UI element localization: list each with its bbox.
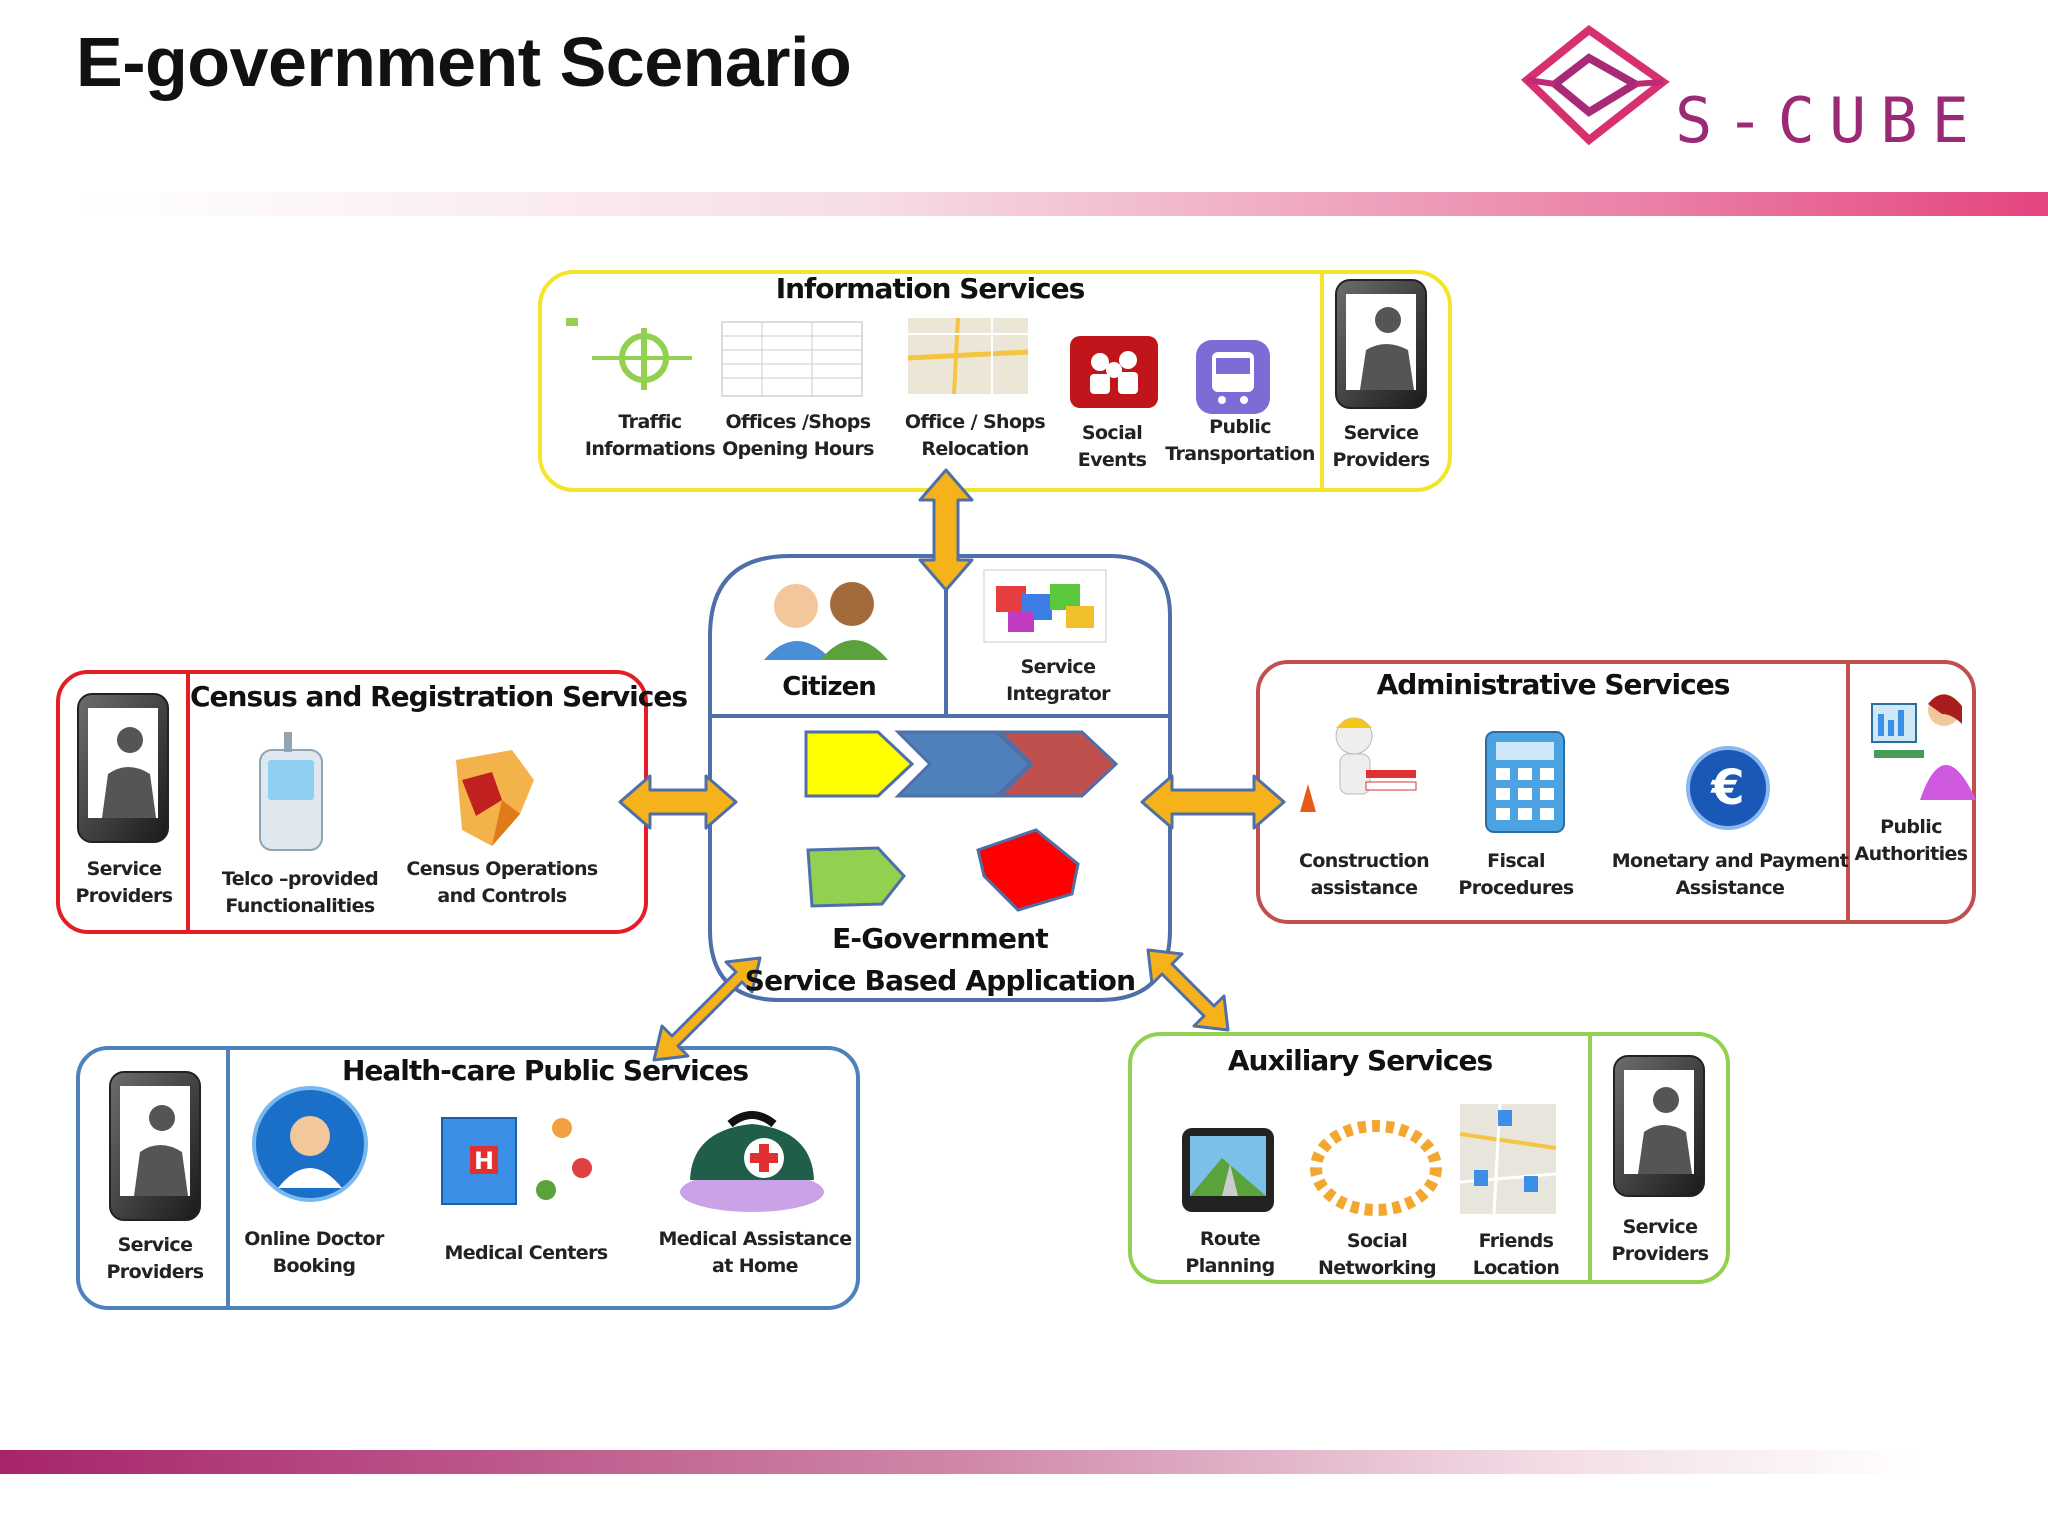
public-transport-bus-icon (1196, 340, 1270, 414)
health-service-providers-label: Service Providers (106, 1234, 204, 1283)
svg-text:€: € (1710, 760, 1744, 816)
phone-provider-icon (1613, 1055, 1705, 1197)
medical-centers-label: Medical Centers (444, 1242, 608, 1264)
route-planning-label: Route Planning (1185, 1228, 1275, 1277)
logo-text: S-CUBE (1675, 84, 1983, 157)
census-services-title: Census and Registration Services (190, 680, 688, 713)
phone-provider-icon (109, 1071, 201, 1221)
top-accent-bar (80, 192, 2048, 216)
puzzle-integrator-icon (983, 569, 1107, 643)
monetary-payment-assistance-label: Monetary and Payment Assistance (1611, 850, 1849, 899)
phone-provider-icon (77, 693, 169, 843)
medical-assistance-label: Medical Assistance at Home (658, 1228, 852, 1277)
census-map-icon (456, 750, 534, 846)
relocation-label: Office / Shops Relocation (904, 411, 1046, 460)
relocation-map-icon (907, 317, 1029, 395)
traffic-informations-label: Traffic Informations (584, 411, 716, 460)
medical-bag-icon (680, 1111, 824, 1212)
gps-navigator-icon (1182, 1128, 1274, 1212)
phone-provider-icon (1335, 279, 1427, 409)
opening-hours-table-icon (721, 321, 863, 397)
administrative-services-title: Administrative Services (1376, 668, 1731, 701)
construction-worker-icon (1300, 717, 1417, 812)
public-authorities-label: Public Authorities (1854, 816, 1969, 865)
arrow-right-administrative (1140, 774, 1286, 830)
opening-hours-label: Offices /Shops Opening Hours (722, 411, 874, 460)
euro-coin-icon: € (1686, 746, 1770, 830)
arrow-down-left-health (652, 956, 762, 1062)
fiscal-procedures-label: Fiscal Procedures (1458, 850, 1574, 899)
online-doctor-icon (252, 1086, 368, 1202)
friends-location-label: Friends Location (1472, 1230, 1560, 1279)
census-operations-label: Census Operations and Controls (406, 858, 598, 907)
traffic-map-icon (562, 316, 722, 400)
public-transportation-label: Public Transportation (1165, 416, 1315, 465)
friends-location-map-icon (1459, 1103, 1557, 1215)
arrow-up-information (918, 468, 974, 592)
arrow-down-right-auxiliary (1146, 948, 1230, 1032)
citizen-people-icon (764, 582, 888, 660)
administrative-services-box (1256, 660, 1976, 924)
citizen-label: Citizen (782, 672, 877, 702)
census-services-box (56, 670, 648, 934)
information-services-title: Information Services (775, 272, 1086, 305)
e-government-application-title: E-Government Service Based Application (744, 922, 1136, 997)
mobile-phone-icon (259, 732, 323, 851)
process-chevrons (804, 730, 1119, 912)
bottom-accent-bar (0, 1450, 1920, 1474)
social-events-label: Social Events (1077, 422, 1147, 471)
svg-text:H: H (474, 1147, 494, 1175)
auxiliary-service-providers-label: Service Providers (1611, 1216, 1709, 1265)
construction-assistance-label: Construction assistance (1298, 850, 1430, 899)
census-service-providers-label: Service Providers (75, 858, 173, 907)
health-services-title: Health-care Public Services (341, 1054, 749, 1087)
telco-functionalities-label: Telco –provided Functionalities (221, 868, 379, 917)
medical-center-icon: H (441, 1117, 592, 1205)
social-networking-circle-icon (1310, 1120, 1442, 1216)
arrow-left-census (618, 774, 738, 830)
calculator-icon (1485, 731, 1565, 833)
public-authority-person-icon (1871, 694, 1976, 800)
social-events-icon (1070, 336, 1158, 408)
s-cube-logo: S-CUBE (1515, 22, 2035, 157)
social-networking-label: Social Networking (1317, 1230, 1437, 1279)
service-integrator-label: Service Integrator (1006, 656, 1110, 705)
logo-cube-icon (1520, 24, 1670, 146)
slide-title: E-government Scenario (76, 23, 852, 101)
information-service-providers-label: Service Providers (1332, 422, 1430, 471)
auxiliary-services-title: Auxiliary Services (1227, 1044, 1493, 1077)
online-doctor-booking-label: Online Doctor Booking (244, 1228, 384, 1277)
